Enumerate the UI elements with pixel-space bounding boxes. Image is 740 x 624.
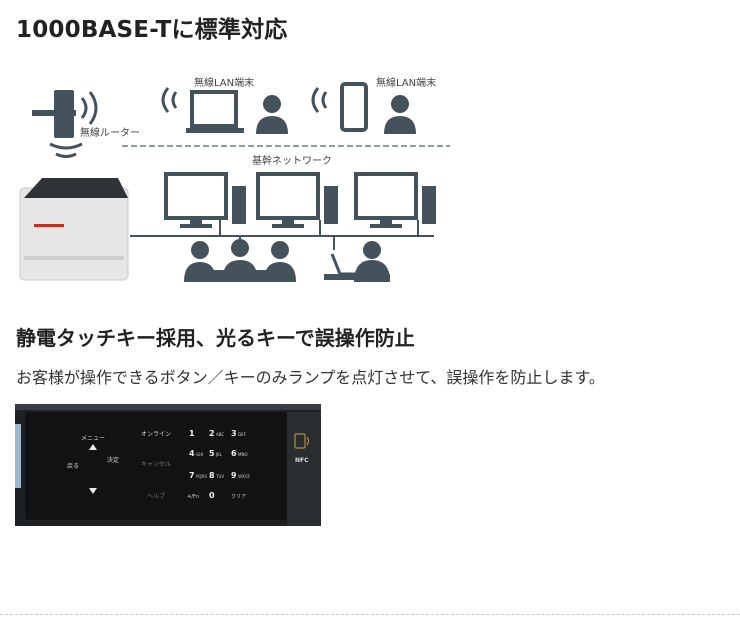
desktop-icon bbox=[164, 172, 246, 228]
person-icon bbox=[384, 95, 416, 134]
key-3: 3 bbox=[231, 429, 237, 438]
person-at-laptop-icon bbox=[324, 241, 390, 282]
section-heading: 静電タッチキー採用、光るキーで誤操作防止 bbox=[16, 326, 415, 350]
up-arrow-icon bbox=[89, 444, 97, 450]
key-8: 8 bbox=[209, 471, 215, 480]
cancel-label: キャンセル bbox=[141, 461, 171, 468]
online-label: オンライン bbox=[141, 431, 171, 438]
key-9-sub: WXYZ bbox=[238, 474, 250, 479]
key-0: 0 bbox=[209, 491, 215, 500]
smartphone-icon bbox=[311, 82, 368, 132]
key-4: 4 bbox=[189, 449, 195, 458]
desktop-icon bbox=[354, 172, 436, 228]
key-3-sub: DEF bbox=[238, 432, 247, 437]
back-label: 戻る bbox=[67, 462, 79, 470]
clear-label: クリア bbox=[231, 494, 246, 500]
network-diagram: 無線ルーター 無線LAN端末 無線LAN端末 基幹ネットワーク bbox=[19, 76, 450, 282]
wireless-terminal-label-2: 無線LAN端末 bbox=[376, 76, 436, 89]
nfc-icon bbox=[294, 433, 309, 449]
confirm-label: 決定 bbox=[107, 456, 119, 464]
star-fn-key: ✳/Fn bbox=[187, 494, 199, 500]
key-7-sub: PQRS bbox=[196, 474, 207, 479]
key-6: 6 bbox=[231, 449, 237, 458]
printer-image bbox=[19, 178, 129, 281]
menu-label: メニュー bbox=[81, 435, 105, 442]
section-description: お客様が操作できるボタン／キーのみランプを点灯させて、誤操作を防止します。 bbox=[16, 368, 605, 387]
key-2-sub: ABC bbox=[216, 432, 224, 437]
key-7: 7 bbox=[189, 471, 195, 480]
laptop-icon bbox=[161, 87, 244, 133]
key-1: 1 bbox=[189, 429, 195, 438]
key-8-sub: TUV bbox=[215, 474, 224, 479]
key-5-sub: JKL bbox=[215, 452, 223, 457]
divider-line bbox=[0, 614, 740, 615]
key-5: 5 bbox=[209, 449, 215, 458]
desktop-icon bbox=[256, 172, 338, 228]
person-icon bbox=[256, 95, 288, 134]
key-9: 9 bbox=[231, 471, 237, 480]
control-panel-image: メニュー 戻る 決定 オンライン キャンセル ヘルプ 1 2 3 4 5 6 7… bbox=[15, 404, 321, 526]
key-4-sub: GHI bbox=[196, 452, 203, 457]
key-2: 2 bbox=[209, 429, 215, 438]
router-label: 無線ルーター bbox=[80, 126, 140, 139]
router-icon bbox=[32, 90, 98, 158]
nfc-label: NFC bbox=[295, 457, 309, 464]
wireless-terminal-label-1: 無線LAN端末 bbox=[194, 76, 254, 89]
key-6-sub: MNO bbox=[238, 452, 248, 457]
page-heading: 1000BASE-Tに標準対応 bbox=[16, 17, 288, 43]
down-arrow-icon bbox=[89, 488, 97, 494]
help-label: ヘルプ bbox=[147, 493, 165, 500]
network-label: 基幹ネットワーク bbox=[252, 154, 332, 167]
